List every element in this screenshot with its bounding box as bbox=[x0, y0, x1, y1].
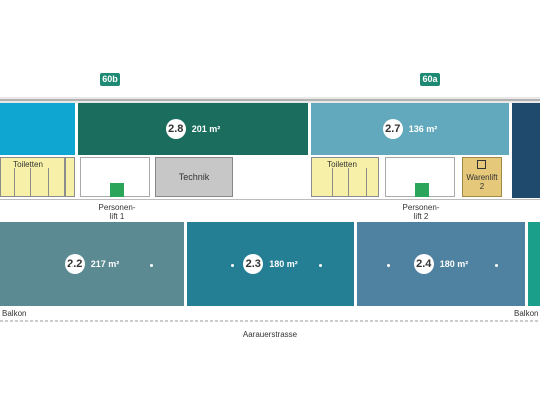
unit-2-4[interactable]: 2.4 180 m² bbox=[357, 222, 525, 306]
lift-1-label: Personen- lift 1 bbox=[98, 203, 136, 221]
elevator-icon bbox=[110, 183, 124, 197]
unit-right-edge bbox=[512, 103, 540, 198]
building-badge-60a: 60a bbox=[420, 73, 440, 86]
unit-right-edge-lower bbox=[528, 222, 540, 306]
unit-area: 201 m² bbox=[191, 124, 221, 134]
elevator-icon bbox=[415, 183, 429, 197]
unit-number: 2.2 bbox=[64, 254, 85, 274]
unit-left-edge bbox=[0, 103, 75, 155]
toilet-divider bbox=[332, 168, 333, 197]
unit-number: 2.3 bbox=[243, 254, 264, 274]
building-badge-60b: 60b bbox=[100, 73, 120, 86]
balkon-left-label: Balkon bbox=[2, 309, 27, 318]
toilets-right-label: Toiletten bbox=[327, 160, 357, 169]
lift-1-box bbox=[80, 157, 150, 197]
toilet-divider bbox=[48, 168, 49, 197]
unit-area: 217 m² bbox=[90, 259, 120, 269]
toilets-right bbox=[311, 157, 379, 197]
toilets-left-b bbox=[65, 157, 75, 197]
unit-2-3[interactable]: 2.3 180 m² bbox=[187, 222, 354, 306]
toilet-divider bbox=[14, 168, 15, 197]
corridor-line bbox=[0, 199, 540, 200]
freight-elevator-icon bbox=[477, 160, 486, 169]
toilet-divider bbox=[366, 168, 367, 197]
balcony-railing bbox=[0, 320, 540, 322]
freight-elevator bbox=[462, 157, 502, 197]
unit-2-7[interactable]: 2.7 136 m² bbox=[311, 103, 509, 155]
toilets-left-label: Toiletten bbox=[13, 160, 43, 169]
unit-area: 180 m² bbox=[439, 259, 469, 269]
unit-2-8[interactable]: 2.8 201 m² bbox=[78, 103, 308, 155]
street-label: Aarauerstrasse bbox=[242, 330, 298, 339]
technik-room: Technik bbox=[155, 157, 233, 197]
toilets-left bbox=[0, 157, 65, 197]
lift-2-label: Personen- lift 2 bbox=[402, 203, 440, 221]
unit-number: 2.8 bbox=[165, 119, 186, 139]
unit-number: 2.4 bbox=[413, 254, 434, 274]
toilet-divider bbox=[348, 168, 349, 197]
unit-area: 180 m² bbox=[269, 259, 298, 269]
unit-area: 136 m² bbox=[408, 124, 438, 134]
toilet-divider bbox=[30, 168, 31, 197]
freight-elevator-label: Warenlift 2 bbox=[466, 173, 498, 191]
unit-number: 2.7 bbox=[382, 119, 403, 139]
unit-2-2[interactable]: 2.2 217 m² bbox=[0, 222, 184, 306]
balkon-right-label: Balkon bbox=[514, 309, 539, 318]
top-wall-strip bbox=[0, 97, 540, 103]
